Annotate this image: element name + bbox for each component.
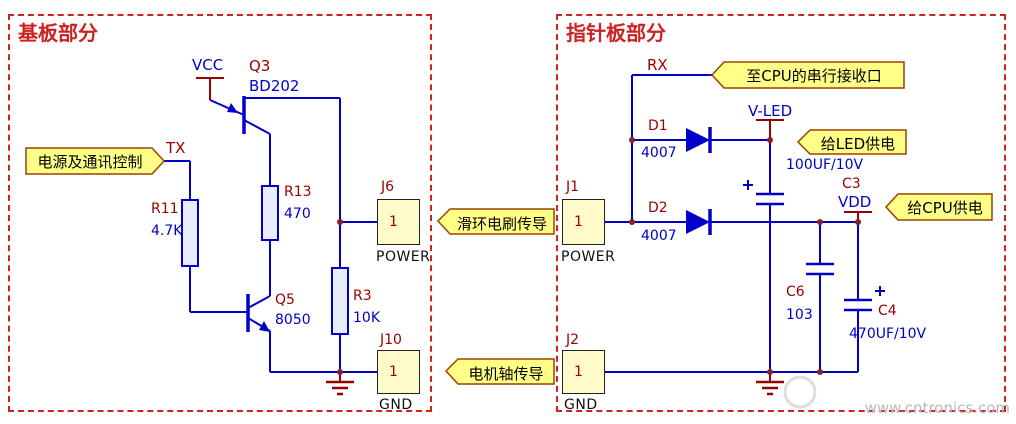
- c6-value: 103: [786, 307, 813, 323]
- vled-net-label: V-LED: [748, 102, 793, 120]
- r13-value: 470: [284, 206, 311, 222]
- c3-value: 100UF/10V: [786, 157, 864, 173]
- d1-value: 4007: [641, 145, 677, 161]
- rx-callout-text: 至CPU的串行接收口: [746, 67, 882, 85]
- r11-designator: R11: [151, 201, 179, 217]
- r13-resistor-icon: [261, 185, 279, 296]
- j10-callout-text: 电机轴传导: [468, 365, 544, 383]
- j1-designator: J1: [566, 179, 580, 195]
- junction-dots-right: [629, 137, 861, 375]
- j6-callout-flag: [436, 208, 555, 235]
- j6-pin-number: 1: [389, 214, 398, 230]
- j10-port-label: GND: [379, 397, 413, 413]
- tx-net-label: TX: [166, 139, 186, 157]
- ground-icon-right: [756, 372, 784, 396]
- r3-designator: R3: [353, 288, 372, 304]
- j2-connector: 1: [562, 350, 605, 394]
- base-board-title: 基板部分: [18, 21, 98, 45]
- d2-designator: D2: [648, 200, 668, 216]
- vcc-power-icon: [196, 77, 224, 100]
- r3-value: 10K: [353, 310, 380, 326]
- d1-diode-icon: [632, 127, 770, 153]
- q3-pnp-transistor-icon: [209, 96, 271, 186]
- j2-pin-number: 1: [574, 364, 583, 380]
- c3-capacitor-icon: [743, 140, 784, 372]
- cpu-callout-flag: [884, 193, 993, 221]
- j10-connector: 1: [377, 350, 420, 394]
- c4-capacitor-icon: [844, 222, 885, 372]
- q5-designator: Q5: [275, 292, 295, 308]
- d2-diode-icon: [632, 209, 858, 235]
- d1-designator: D1: [648, 118, 668, 134]
- j10-designator: J10: [380, 332, 402, 348]
- q3-output-wire: [244, 97, 341, 268]
- connector-wires-left: [340, 221, 377, 373]
- j6-connector: 1: [377, 199, 420, 245]
- j1-net-wires: [605, 74, 712, 223]
- j6-port-label: POWER: [376, 249, 431, 265]
- c4-value: 470UF/10V: [849, 326, 927, 342]
- j1-connector: 1: [562, 199, 605, 245]
- j2-port-label: GND: [564, 397, 598, 413]
- rx-callout-flag: [710, 61, 905, 89]
- vdd-net-label: VDD: [838, 193, 872, 211]
- junction-dots-left: [337, 219, 343, 375]
- j10-pin-number: 1: [389, 364, 398, 380]
- j6-designator: J6: [381, 179, 395, 195]
- r11-value: 4.7K: [151, 223, 183, 239]
- vled-power-icon: [756, 119, 784, 140]
- pointer-board-outline: [556, 14, 1006, 412]
- r11-resistor-icon: [164, 160, 199, 312]
- q3-value: BD202: [249, 77, 300, 95]
- j1-port-label: POWER: [561, 249, 616, 265]
- j1-pin-number: 1: [574, 214, 583, 230]
- tx-callout-flag: [25, 147, 166, 175]
- watermark-logo-icon: [783, 375, 817, 409]
- j6-callout-text: 滑环电刷传导: [456, 215, 547, 233]
- r13-designator: R13: [284, 184, 312, 200]
- c3-designator: C3: [842, 176, 861, 192]
- rx-net-label: RX: [647, 56, 668, 74]
- led-callout-flag: [796, 129, 907, 155]
- watermark-text: www.cntronics.com: [864, 399, 1010, 417]
- tx-callout-text: 电源及通讯控制: [37, 153, 143, 171]
- q5-value: 8050: [275, 312, 311, 328]
- c6-capacitor-icon: [806, 222, 834, 372]
- d2-value: 4007: [641, 228, 677, 244]
- q3-designator: Q3: [249, 57, 271, 75]
- base-board-outline: [8, 14, 432, 412]
- ground-icon-left: [326, 372, 354, 396]
- callout-flags: [25, 61, 993, 385]
- c4-designator: C4: [878, 303, 897, 319]
- c6-designator: C6: [786, 284, 805, 300]
- pointer-board-title: 指针板部分: [566, 21, 666, 45]
- vcc-net-label: VCC: [192, 56, 224, 74]
- cpu-callout-text: 给CPU供电: [907, 199, 983, 217]
- led-callout-text: 给LED供电: [820, 135, 896, 153]
- q5-npn-transistor-icon: [190, 294, 340, 373]
- j2-designator: J2: [566, 332, 580, 348]
- j10-callout-flag: [444, 358, 555, 385]
- r3-resistor-icon: [331, 267, 349, 372]
